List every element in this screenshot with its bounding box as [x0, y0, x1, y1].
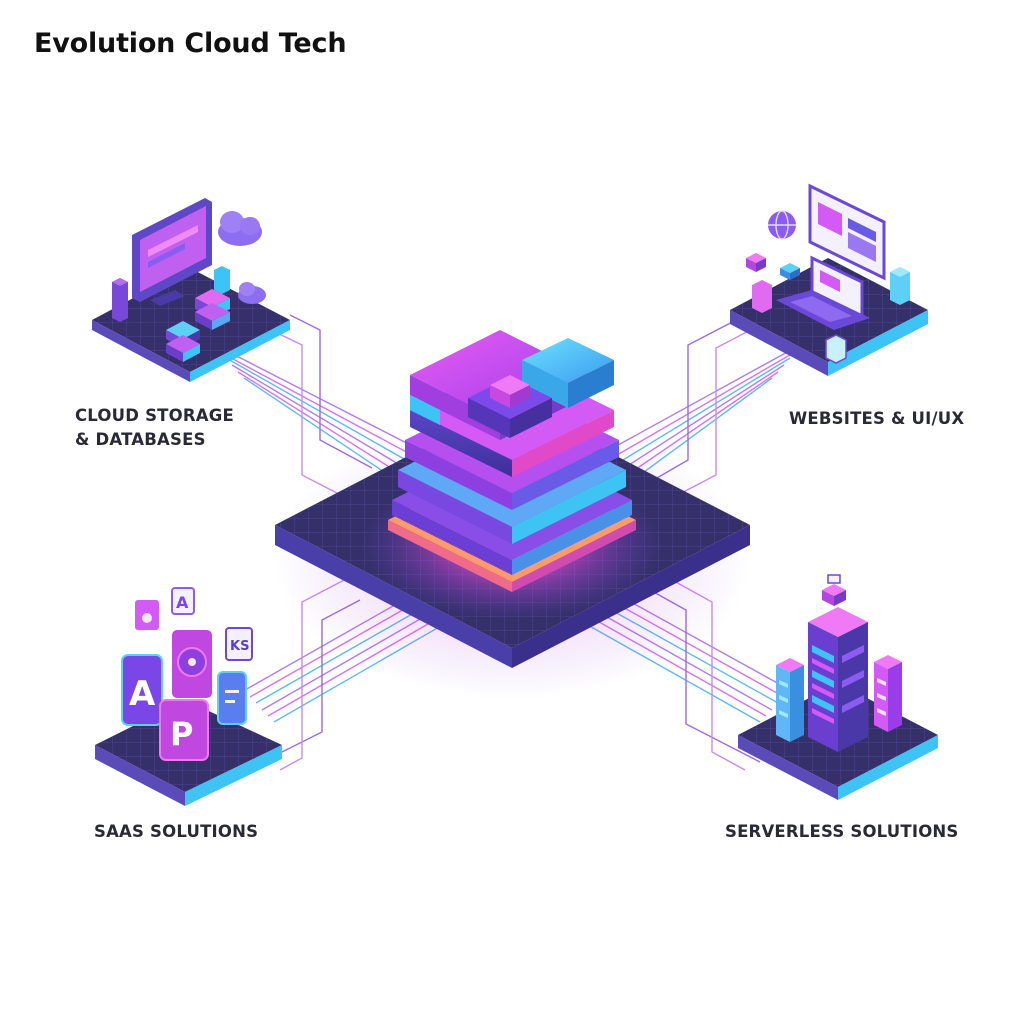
- monitor-icon: [132, 198, 212, 306]
- label-cloud-storage-line2: & DATABASES: [75, 430, 206, 449]
- server-tower-icon: [776, 658, 804, 742]
- node-cloud-storage: [92, 198, 290, 382]
- server-stack-icon: [388, 330, 636, 592]
- cloud-icon: [238, 282, 266, 304]
- cloud-icon: [218, 211, 262, 246]
- svg-text:A: A: [176, 593, 189, 612]
- phone-icon: [217, 671, 247, 725]
- page-title: Evolution Cloud Tech: [34, 28, 347, 59]
- label-cloud-storage: CLOUD STORAGE & DATABASES: [75, 404, 234, 452]
- database-icon: [166, 321, 200, 362]
- node-websites: [730, 183, 928, 376]
- server-tower-icon: [874, 655, 902, 732]
- globe-icon: [768, 210, 796, 240]
- decorative-cube-icon: [822, 574, 846, 606]
- laptop-icon: [776, 255, 870, 330]
- browser-window-icon: [808, 183, 886, 281]
- app-card-icon: A KS: [135, 587, 253, 661]
- decorative-cube-icon: [746, 253, 910, 364]
- label-saas: SAAS SOLUTIONS: [94, 822, 259, 841]
- svg-text:KS: KS: [230, 639, 249, 654]
- label-serverless: SERVERLESS SOLUTIONS: [725, 822, 959, 841]
- node-serverless: [738, 574, 938, 800]
- letter-a-card: A: [121, 654, 163, 726]
- label-cloud-storage-line1: CLOUD STORAGE: [75, 406, 234, 425]
- letter-p: P: [170, 715, 193, 753]
- server-rack-icon: [112, 266, 230, 322]
- letter-a: A: [129, 674, 156, 714]
- tablet-icon: [172, 630, 212, 698]
- database-icon: [195, 289, 230, 330]
- node-saas: A KS A P: [95, 587, 282, 806]
- server-tower-icon: [808, 607, 868, 752]
- letter-p-card: P: [159, 699, 209, 761]
- central-hub: [272, 330, 752, 700]
- label-websites: WEBSITES & UI/UX: [789, 409, 965, 428]
